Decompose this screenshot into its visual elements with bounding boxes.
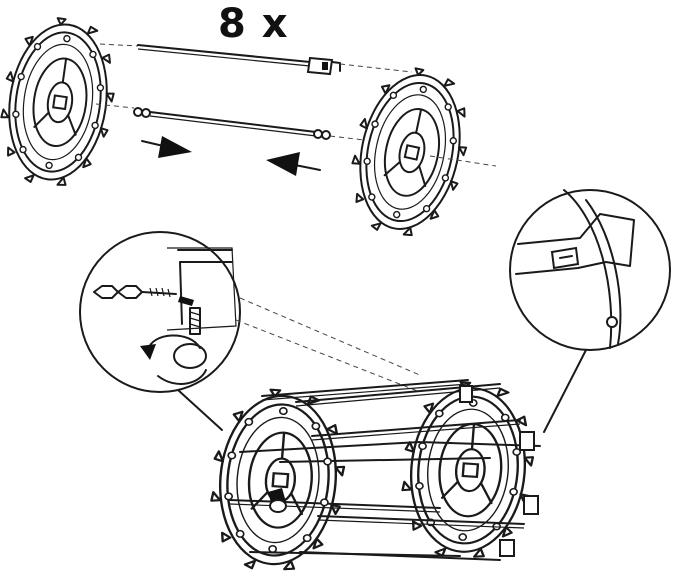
quantity-label: 8 x [218,1,289,47]
detail-zoom-circle-right [509,189,671,433]
end-disc-right [338,58,482,246]
detail-zoom-circle-left [79,231,423,431]
end-disc-left [0,11,125,193]
tie-rod-upper [99,43,413,76]
direction-arrow-right [141,136,192,158]
tie-rod-lower [95,103,497,167]
assembled-drum [205,377,541,575]
direction-arrow-left [266,152,321,176]
